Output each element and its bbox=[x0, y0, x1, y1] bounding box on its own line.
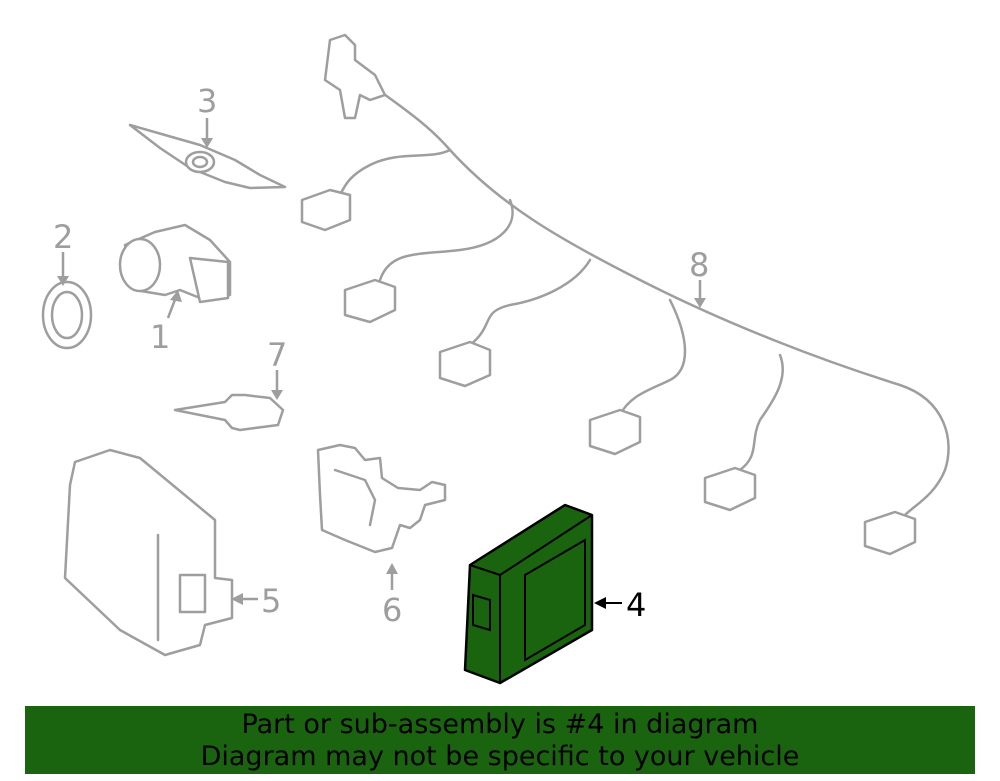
radar-module-part-5 bbox=[63, 448, 234, 657]
wiring-harness-part-8 bbox=[300, 33, 950, 556]
callout-label-2: 2 bbox=[53, 218, 73, 256]
callout-3: 3 bbox=[197, 82, 217, 148]
callout-label-8: 8 bbox=[689, 246, 709, 284]
callout-1: 1 bbox=[150, 290, 182, 356]
mounting-bracket-part-6 bbox=[316, 443, 447, 554]
sensor-bracket-part-3 bbox=[128, 123, 287, 190]
callout-label-6: 6 bbox=[382, 591, 402, 629]
callout-label-3: 3 bbox=[197, 82, 217, 120]
callout-label-1: 1 bbox=[150, 318, 170, 356]
seal-ring-part-2 bbox=[41, 280, 93, 350]
callout-8: 8 bbox=[689, 246, 709, 308]
callout-7: 7 bbox=[267, 336, 287, 400]
callout-label-7: 7 bbox=[267, 336, 287, 374]
callout-6: 6 bbox=[382, 563, 402, 629]
bulb-part-7 bbox=[173, 393, 285, 432]
callout-4: 4 bbox=[594, 586, 646, 624]
park-sensor-part-1 bbox=[118, 223, 232, 304]
banner-line-disclaimer: Diagram may not be specific to your vehi… bbox=[200, 741, 800, 772]
callout-2: 2 bbox=[53, 218, 73, 286]
callout-label-4: 4 bbox=[626, 586, 646, 624]
callout-label-5: 5 bbox=[261, 582, 281, 620]
banner-line-part-number: Part or sub-assembly is #4 in diagram bbox=[241, 709, 759, 740]
parts-diagram: 1 2 3 4 5 6 7 8 bbox=[41, 33, 950, 685]
control-module-part-4 bbox=[463, 503, 594, 685]
callout-5: 5 bbox=[231, 582, 281, 620]
info-banner: Part or sub-assembly is #4 in diagram Di… bbox=[25, 706, 975, 774]
